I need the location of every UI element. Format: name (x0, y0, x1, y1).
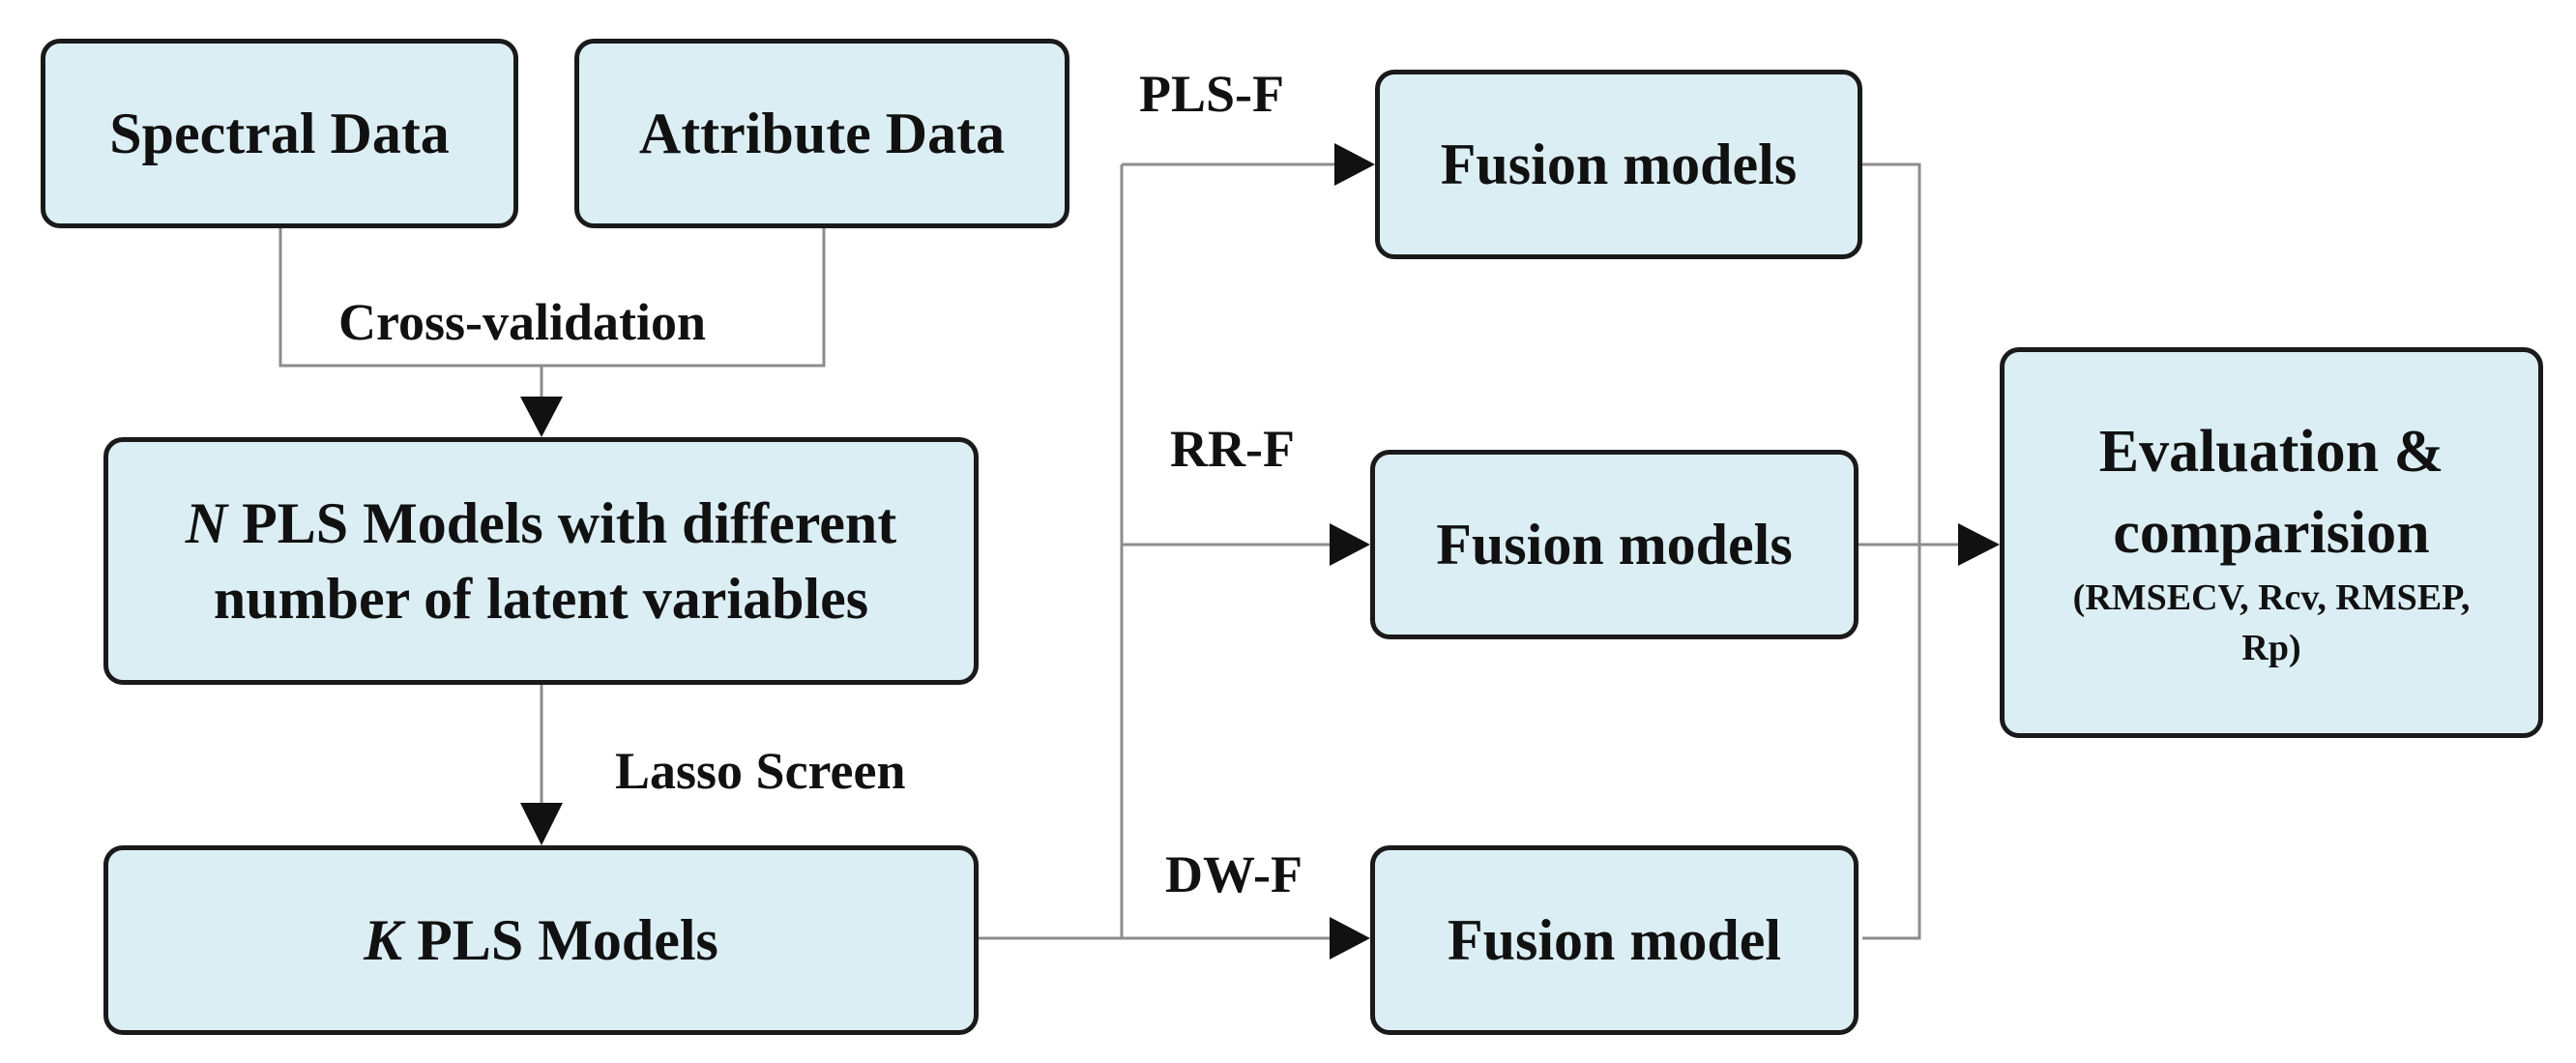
fusion-models-pls-label: Fusion models (1440, 133, 1798, 196)
attribute-data-box: Attribute Data (574, 39, 1069, 228)
k-pls-models-text: PLS Models (402, 908, 718, 972)
arrow-evaluation (1958, 523, 2000, 566)
evaluation-box: Evaluation & comparision (RMSECV, Rcv, R… (2000, 347, 2543, 738)
arrow-dw-f (1330, 917, 1370, 960)
n-pls-models-line1-text: PLS Models with different (227, 491, 897, 555)
arrow-rr-f (1330, 523, 1370, 566)
pls-f-label: PLS-F (1139, 65, 1285, 123)
arrow-lasso (520, 803, 563, 845)
evaluation-metrics-line1: (RMSECV, Rcv, RMSEP, (2072, 577, 2471, 619)
evaluation-line2: comparision (2113, 499, 2430, 566)
k-pls-models-box: K PLS Models (103, 845, 979, 1035)
evaluation-line1: Evaluation & (2098, 419, 2444, 486)
n-pls-models-line1: N PLS Models with different (186, 486, 897, 561)
n-variable: N (185, 491, 228, 555)
spectral-data-box: Spectral Data (41, 39, 518, 228)
arrow-pls-f (1334, 143, 1375, 186)
evaluation-metrics-line2: Rp) (2241, 627, 2301, 668)
lasso-screen-label: Lasso Screen (615, 742, 906, 800)
k-variable: K (364, 908, 403, 972)
spectral-connector (278, 228, 826, 368)
fusion-right-collector (1862, 162, 1921, 940)
fusion-models-rr-label: Fusion models (1436, 513, 1793, 576)
n-pls-models-line2: number of latent variables (213, 567, 869, 631)
fusion-models-rr-box: Fusion models (1370, 450, 1859, 639)
fusion-models-pls-box: Fusion models (1375, 70, 1862, 259)
fusion-model-dw-box: Fusion model (1370, 845, 1859, 1035)
dw-f-label: DW-F (1165, 845, 1303, 903)
cross-validation-label: Cross-validation (338, 293, 707, 351)
n-pls-models-box: N PLS Models with different number of la… (103, 437, 979, 685)
k-pls-models-label: K PLS Models (364, 902, 718, 978)
rr-f-label: RR-F (1170, 420, 1295, 478)
fusion-model-dw-label: Fusion model (1447, 908, 1782, 972)
arrow-cross-validation (520, 397, 563, 437)
spectral-data-label: Spectral Data (109, 102, 450, 165)
attribute-data-label: Attribute Data (638, 102, 1006, 165)
